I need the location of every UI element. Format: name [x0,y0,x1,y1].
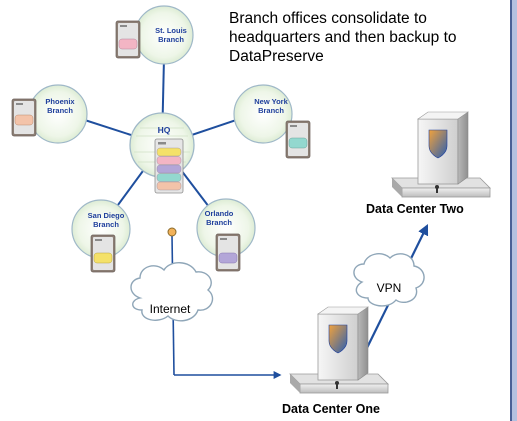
phoenix-server-icon [11,98,37,137]
data-center-one-server-icon [289,306,389,394]
phoenix-label-line2: Branch [47,106,73,115]
diagram-caption: Branch offices consolidate to headquarte… [229,10,457,65]
orlando-disk [218,252,238,264]
new-york-disk [288,137,308,149]
internet-label: Internet [150,302,191,316]
hq-disk [156,181,182,191]
vpn-label: VPN [377,281,402,295]
san-diego-disk [93,252,113,264]
data-center-two-server-icon [391,111,491,198]
orlando-label-line2: Branch [206,218,232,227]
hq-node: HQ [129,112,195,194]
new-york-label-line2: Branch [258,106,284,115]
hq-disk [156,173,182,182]
hq-disk-stack [156,147,182,191]
branch-phoenix: Phoenix Branch [11,84,88,144]
hq-disk [156,147,182,157]
vpn-cloud: VPN [353,253,425,307]
data-center-one-label: Data Center One [282,402,380,416]
new-york-server-icon [285,120,311,159]
data-center-two-label: Data Center Two [366,202,464,216]
branch-st-louis: St. Louis Branch [115,5,194,65]
branch-new-york: New York Branch [233,84,311,159]
hq-disk [156,156,182,165]
orlando-server-icon [215,233,241,272]
branch-orlando: Orlando Branch [196,198,256,272]
hq-label: HQ [158,125,171,135]
orlando-label-line1: Orlando [205,209,234,218]
branch-san-diego: San Diego Branch [71,199,131,273]
hq-uplink-junction [167,227,177,237]
phoenix-label-line1: Phoenix [45,97,75,106]
st-louis-server-icon [115,20,141,59]
san-diego-server-icon [90,234,116,273]
st-louis-label-line2: Branch [158,35,184,44]
phoenix-disk [14,114,34,126]
right-edge-border [510,0,512,421]
st-louis-disk [118,38,138,50]
san-diego-label-line2: Branch [93,220,119,229]
new-york-label-line1: New York [254,97,288,106]
internet-cloud: Internet [130,262,214,322]
right-edge-panel [512,0,517,421]
hq-disk [156,164,182,174]
san-diego-label-line1: San Diego [88,211,125,220]
st-louis-label-line1: St. Louis [155,26,187,35]
